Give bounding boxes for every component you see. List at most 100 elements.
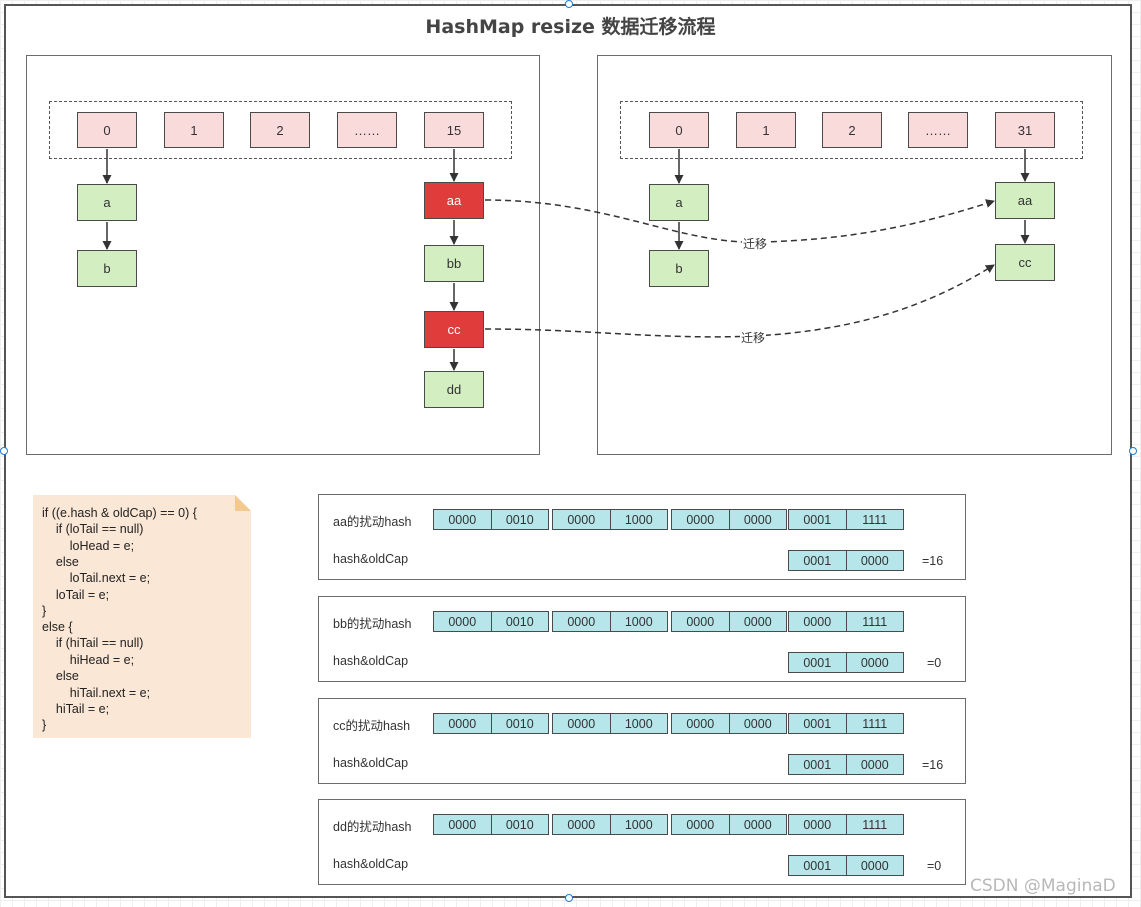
old-node-b: b xyxy=(77,250,137,287)
hash-row-label: bb的扰动hash xyxy=(333,617,412,631)
hash-bits-group: 0000 1000 xyxy=(552,713,668,734)
hash-row-label: dd的扰动hash xyxy=(333,820,412,834)
new-node-a: a xyxy=(649,184,709,221)
hash-bits: 0000 xyxy=(686,817,715,832)
new-bucket: …… xyxy=(908,112,968,148)
hash-bits: 1111 xyxy=(845,815,904,834)
code-line: else xyxy=(42,555,79,569)
hash-bits: 1000 xyxy=(609,815,668,834)
old-bucket: …… xyxy=(337,112,397,148)
new-node-cc: cc xyxy=(995,244,1055,281)
hash-bits-group: 0000 0010 xyxy=(433,814,549,835)
and-bits: 0001 xyxy=(803,757,832,772)
old-node-aa: aa xyxy=(424,182,484,219)
hash-bits: 1111 xyxy=(845,612,904,631)
hash-bits: 0000 xyxy=(686,512,715,527)
hash-bits: 0000 xyxy=(448,512,477,527)
hash-bits: 0000 xyxy=(803,817,832,832)
code-line: hiTail.next = e; xyxy=(42,686,151,700)
old-bucket: 0 xyxy=(77,112,137,148)
hash-bits: 0010 xyxy=(490,510,549,529)
hash-bits: 0001 xyxy=(803,716,832,731)
and-result: =0 xyxy=(927,656,942,670)
code-line: loTail.next = e; xyxy=(42,571,151,585)
new-node-b: b xyxy=(649,250,709,287)
resize-handle-right[interactable] xyxy=(1129,447,1137,455)
new-bucket: 0 xyxy=(649,112,709,148)
resize-handle-left[interactable] xyxy=(0,447,8,455)
code-line: } xyxy=(42,718,47,732)
hash-bits: 0000 xyxy=(728,612,787,631)
code-line: else { xyxy=(42,620,73,634)
and-result: =0 xyxy=(927,859,942,873)
code-line: else xyxy=(42,669,79,683)
code-line: hiHead = e; xyxy=(42,653,135,667)
hash-bits: 1111 xyxy=(845,714,904,733)
hash-bits: 0010 xyxy=(490,714,549,733)
old-bucket: 15 xyxy=(424,112,484,148)
new-node-aa: aa xyxy=(995,182,1055,219)
hash-bits: 0000 xyxy=(686,614,715,629)
and-bits: 0000 xyxy=(845,653,904,672)
hash-bits: 0000 xyxy=(448,817,477,832)
code-line: if (loTail == null) xyxy=(42,522,144,536)
hash-bits: 0000 xyxy=(728,714,787,733)
and-result: =16 xyxy=(922,758,944,772)
new-bucket: 31 xyxy=(995,112,1055,148)
code-line: loTail = e; xyxy=(42,588,110,602)
old-bucket: 2 xyxy=(250,112,310,148)
code-line: if (hiTail == null) xyxy=(42,636,144,650)
hash-bits: 0010 xyxy=(490,815,549,834)
hash-bits-group: 0000 0000 xyxy=(671,713,787,734)
watermark: CSDN @MaginaD xyxy=(970,876,1116,896)
code-line: } xyxy=(42,604,47,618)
and-bits-group: 0001 0000 xyxy=(788,754,904,775)
hash-bits: 1000 xyxy=(609,510,668,529)
hash-bits-group: 0000 0000 xyxy=(671,611,787,632)
old-node-a: a xyxy=(77,184,137,221)
resize-handle-top[interactable] xyxy=(565,0,573,8)
hash-row-label: cc的扰动hash xyxy=(333,719,411,733)
and-bits: 0000 xyxy=(845,755,904,774)
new-bucket-array xyxy=(620,101,1083,159)
hash-bits: 0000 xyxy=(686,716,715,731)
and-bits: 0001 xyxy=(803,858,832,873)
and-row-label: hash&oldCap xyxy=(333,857,409,871)
code-line: if ((e.hash & oldCap) == 0) { xyxy=(42,506,197,520)
resize-handle-bottom[interactable] xyxy=(565,894,573,902)
code-note xyxy=(33,495,251,738)
new-bucket: 2 xyxy=(822,112,882,148)
hash-bits: 0000 xyxy=(567,614,596,629)
new-bucket: 1 xyxy=(736,112,796,148)
and-row-label: hash&oldCap xyxy=(333,654,409,668)
hash-bits-group: 0000 0010 xyxy=(433,509,549,530)
code-line: hiTail = e; xyxy=(42,702,110,716)
hash-bits: 1111 xyxy=(845,510,904,529)
diagram-title: HashMap resize 数据迁移流程 xyxy=(425,16,716,38)
hash-row-label: aa的扰动hash xyxy=(333,515,412,529)
old-node-cc: cc xyxy=(424,311,484,348)
hash-bits: 0000 xyxy=(448,614,477,629)
hash-bits-group: 0000 1000 xyxy=(552,611,668,632)
and-bits: 0001 xyxy=(803,553,832,568)
old-bucket-array xyxy=(49,101,512,159)
hash-bits: 1000 xyxy=(609,714,668,733)
old-bucket: 1 xyxy=(164,112,224,148)
and-result: =16 xyxy=(922,554,944,568)
migrate-label-cc: 迁移 xyxy=(740,329,767,346)
hash-bits-group: 0001 1111 xyxy=(788,713,904,734)
migrate-label-aa: 迁移 xyxy=(742,235,769,252)
hash-bits: 1000 xyxy=(609,612,668,631)
hash-bits: 0000 xyxy=(567,716,596,731)
hash-panel-cc: cc的扰动hash 0000 0010 0000 1000 0000 0000 000… xyxy=(318,698,966,784)
hash-bits: 0001 xyxy=(803,512,832,527)
